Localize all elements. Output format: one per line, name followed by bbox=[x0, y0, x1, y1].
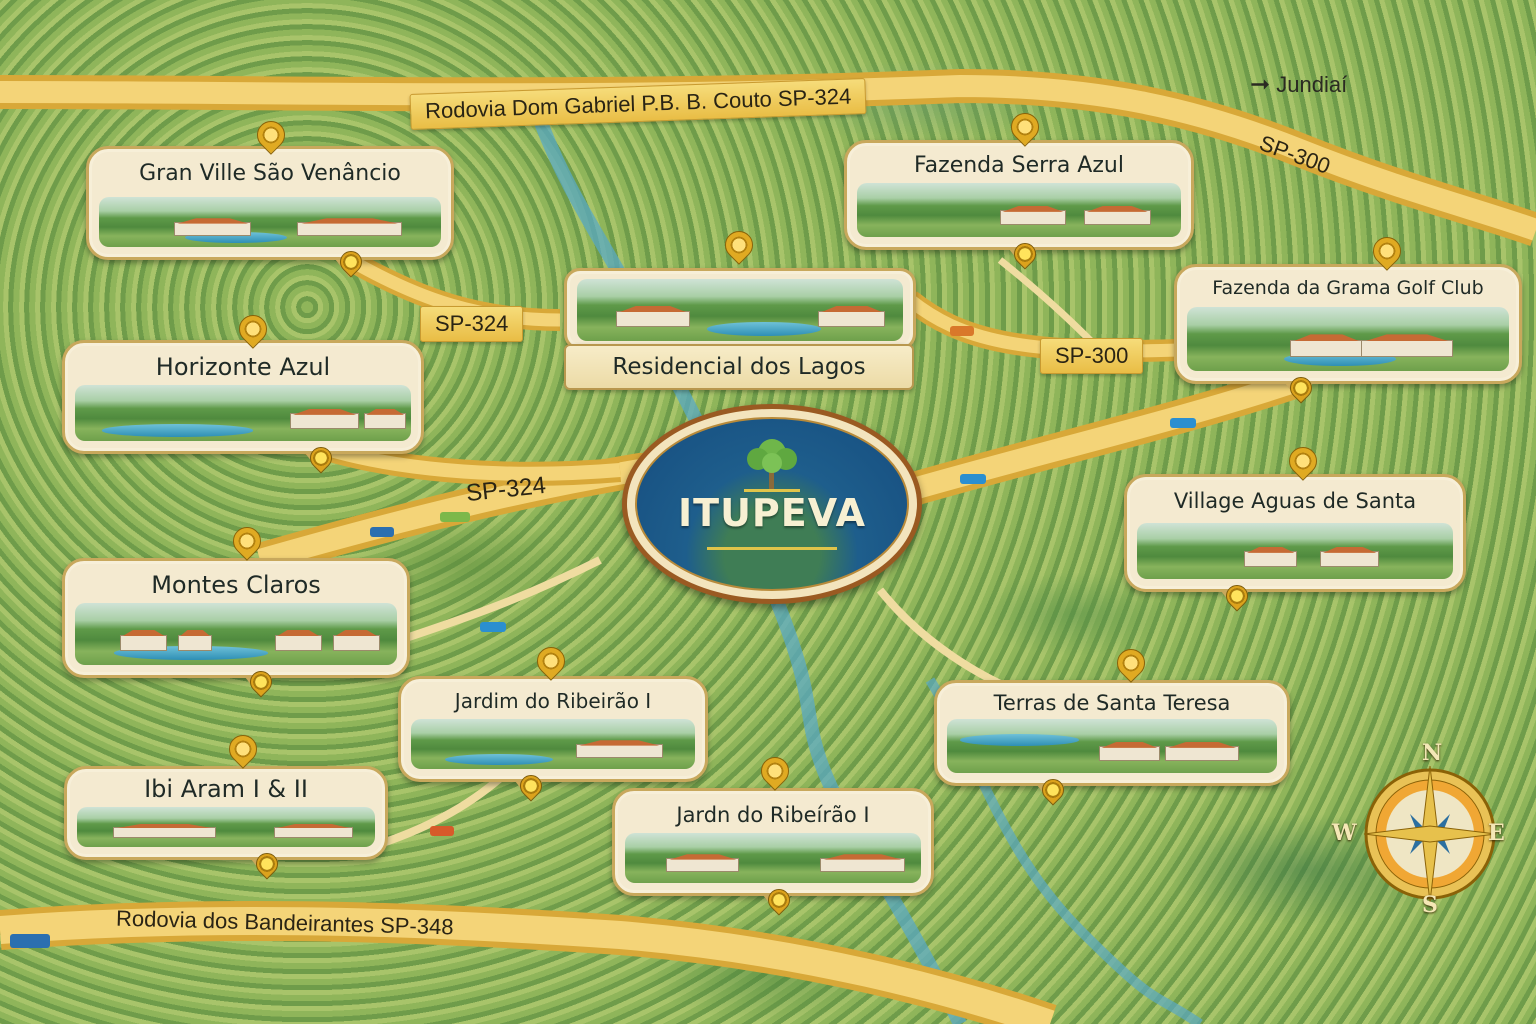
location-illustration bbox=[77, 807, 375, 847]
location-illustration bbox=[75, 603, 397, 665]
map-pin-icon bbox=[719, 225, 759, 267]
compass-west: W bbox=[1332, 820, 1357, 846]
location-name: Fazenda Serra Azul bbox=[914, 153, 1124, 178]
map-pin-icon bbox=[531, 641, 571, 683]
location-illustration bbox=[857, 183, 1181, 237]
location-name: Terras de Santa Teresa bbox=[993, 691, 1231, 715]
direction-label: Jundiaí bbox=[1276, 72, 1348, 97]
road-label-sp324-upper-left: SP-324 bbox=[420, 306, 524, 342]
emblem-divider bbox=[707, 547, 837, 550]
location-illustration bbox=[1137, 523, 1453, 579]
location-illustration bbox=[411, 719, 695, 769]
location-name: Fazenda da Grama Golf Club bbox=[1212, 277, 1484, 299]
map-pin-icon bbox=[251, 115, 291, 157]
map-pin-icon bbox=[1111, 643, 1151, 685]
map-pin-icon bbox=[1283, 441, 1323, 483]
location-illustration bbox=[577, 279, 903, 341]
compass-east: E bbox=[1488, 820, 1505, 846]
location-name: Gran Ville São Venâncio bbox=[139, 161, 401, 186]
map-pin-icon bbox=[755, 751, 795, 793]
compass-icon bbox=[1363, 765, 1497, 903]
map-pin-icon bbox=[1367, 231, 1407, 273]
location-card-fazenda-serra-azul[interactable]: Fazenda Serra Azul bbox=[844, 107, 1194, 270]
location-card-residencial-lagos[interactable] bbox=[564, 225, 916, 350]
road-label-sp300-mid: SP-300 bbox=[1040, 338, 1144, 374]
location-name: Ibi Aram I & II bbox=[144, 775, 308, 803]
compass-north: N bbox=[1422, 740, 1443, 766]
tree-icon bbox=[744, 439, 800, 492]
direction-marker-jundiai[interactable]: ➞ Jundiaí bbox=[1250, 70, 1347, 99]
location-name: Jardim do Ribeirão I bbox=[454, 689, 652, 713]
location-card-fazenda-grama[interactable]: Fazenda da Grama Golf Club bbox=[1174, 231, 1522, 404]
compass-rose: N S E W bbox=[1332, 740, 1505, 920]
location-card-village-aguas[interactable]: Village Aguas de Santa bbox=[1124, 441, 1466, 612]
city-name: ITUPEVA bbox=[678, 491, 866, 535]
location-name: Jardn do Ribeírão I bbox=[676, 803, 870, 827]
location-card-horizonte-azul[interactable]: Horizonte Azul bbox=[62, 309, 424, 474]
location-name: Horizonte Azul bbox=[155, 353, 331, 381]
compass-south: S bbox=[1422, 892, 1438, 918]
location-name: Village Aguas de Santa bbox=[1173, 489, 1417, 513]
location-illustration bbox=[1187, 307, 1509, 371]
location-illustration bbox=[75, 385, 411, 441]
map-pin-icon bbox=[223, 729, 263, 771]
map-pin-icon bbox=[233, 309, 273, 351]
location-illustration bbox=[947, 719, 1277, 773]
location-illustration bbox=[99, 197, 441, 247]
location-card-ibi-aram[interactable]: Ibi Aram I & II bbox=[64, 729, 388, 880]
location-name: Montes Claros bbox=[151, 571, 321, 599]
map-pin-icon bbox=[227, 521, 267, 563]
location-card-jardim-ribeirao-2[interactable]: Jardn do Ribeírão I bbox=[612, 751, 934, 916]
location-card-terras-santa-teresa[interactable]: Terras de Santa Teresa bbox=[934, 643, 1290, 806]
location-name: Residencial dos Lagos bbox=[612, 354, 866, 380]
city-emblem-itupeva[interactable]: ITUPEVA bbox=[622, 404, 922, 604]
banner-residencial-lagos[interactable]: Residencial dos Lagos bbox=[564, 344, 914, 390]
location-card-montes-claros[interactable]: Montes Claros bbox=[62, 521, 410, 698]
map-pin-icon bbox=[1005, 107, 1045, 149]
location-card-jardim-ribeirao-1[interactable]: Jardim do Ribeirão I bbox=[398, 641, 708, 802]
arrow-right-icon: ➞ bbox=[1250, 71, 1271, 98]
location-illustration bbox=[625, 833, 921, 883]
location-card-gran-ville[interactable]: Gran Ville São Venâncio bbox=[86, 115, 454, 278]
